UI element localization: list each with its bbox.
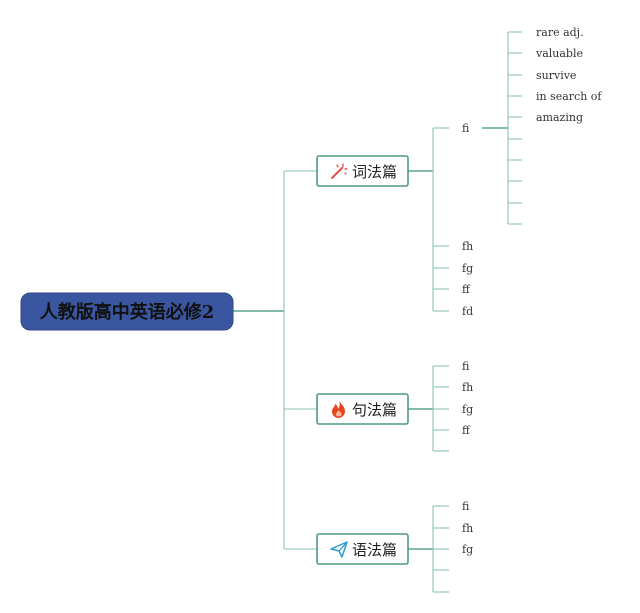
section-node-grammar[interactable]: 语法篇 bbox=[316, 533, 409, 565]
vocab-item[interactable]: survive bbox=[536, 69, 576, 82]
vocab-item[interactable]: valuable bbox=[535, 47, 583, 60]
list-item[interactable]: ff bbox=[462, 424, 471, 437]
section-node-syntax[interactable]: 句法篇 bbox=[316, 393, 409, 425]
fire-icon bbox=[332, 400, 345, 418]
section-label-grammar: 语法篇 bbox=[352, 541, 397, 559]
section-label-lexis: 词法篇 bbox=[352, 163, 397, 181]
list-item[interactable]: fg bbox=[462, 543, 473, 556]
magic-wand-icon bbox=[331, 163, 348, 179]
vocabulary-list: rare adj. valuable survive in search of … bbox=[535, 26, 602, 124]
vocab-item[interactable]: amazing bbox=[536, 111, 583, 124]
section-1-items: fi fh fg ff fd bbox=[462, 122, 473, 318]
root-node[interactable]: 人教版高中英语必修2 bbox=[20, 292, 234, 331]
list-item[interactable]: fi bbox=[462, 122, 470, 135]
root-title: 人教版高中英语必修2 bbox=[40, 301, 215, 323]
connectors bbox=[233, 31, 522, 593]
list-item[interactable]: fh bbox=[462, 522, 473, 535]
list-item[interactable]: ff bbox=[462, 283, 471, 296]
vocab-item[interactable]: in search of bbox=[536, 90, 602, 103]
section-node-lexis[interactable]: 词法篇 bbox=[316, 155, 409, 187]
list-item[interactable]: fi bbox=[462, 360, 470, 373]
list-item[interactable]: fh bbox=[462, 381, 473, 394]
section-2-items: fi fh fg ff bbox=[462, 360, 473, 437]
list-item[interactable]: fg bbox=[462, 262, 473, 275]
section-3-items: fi fh fg bbox=[462, 500, 473, 556]
list-item[interactable]: fd bbox=[462, 305, 473, 318]
paper-plane-icon bbox=[330, 541, 348, 558]
list-item[interactable]: fh bbox=[462, 240, 473, 253]
list-item[interactable]: fg bbox=[462, 403, 473, 416]
list-item[interactable]: fi bbox=[462, 500, 470, 513]
section-label-syntax: 句法篇 bbox=[352, 401, 397, 419]
vocab-item[interactable]: rare adj. bbox=[536, 26, 584, 39]
